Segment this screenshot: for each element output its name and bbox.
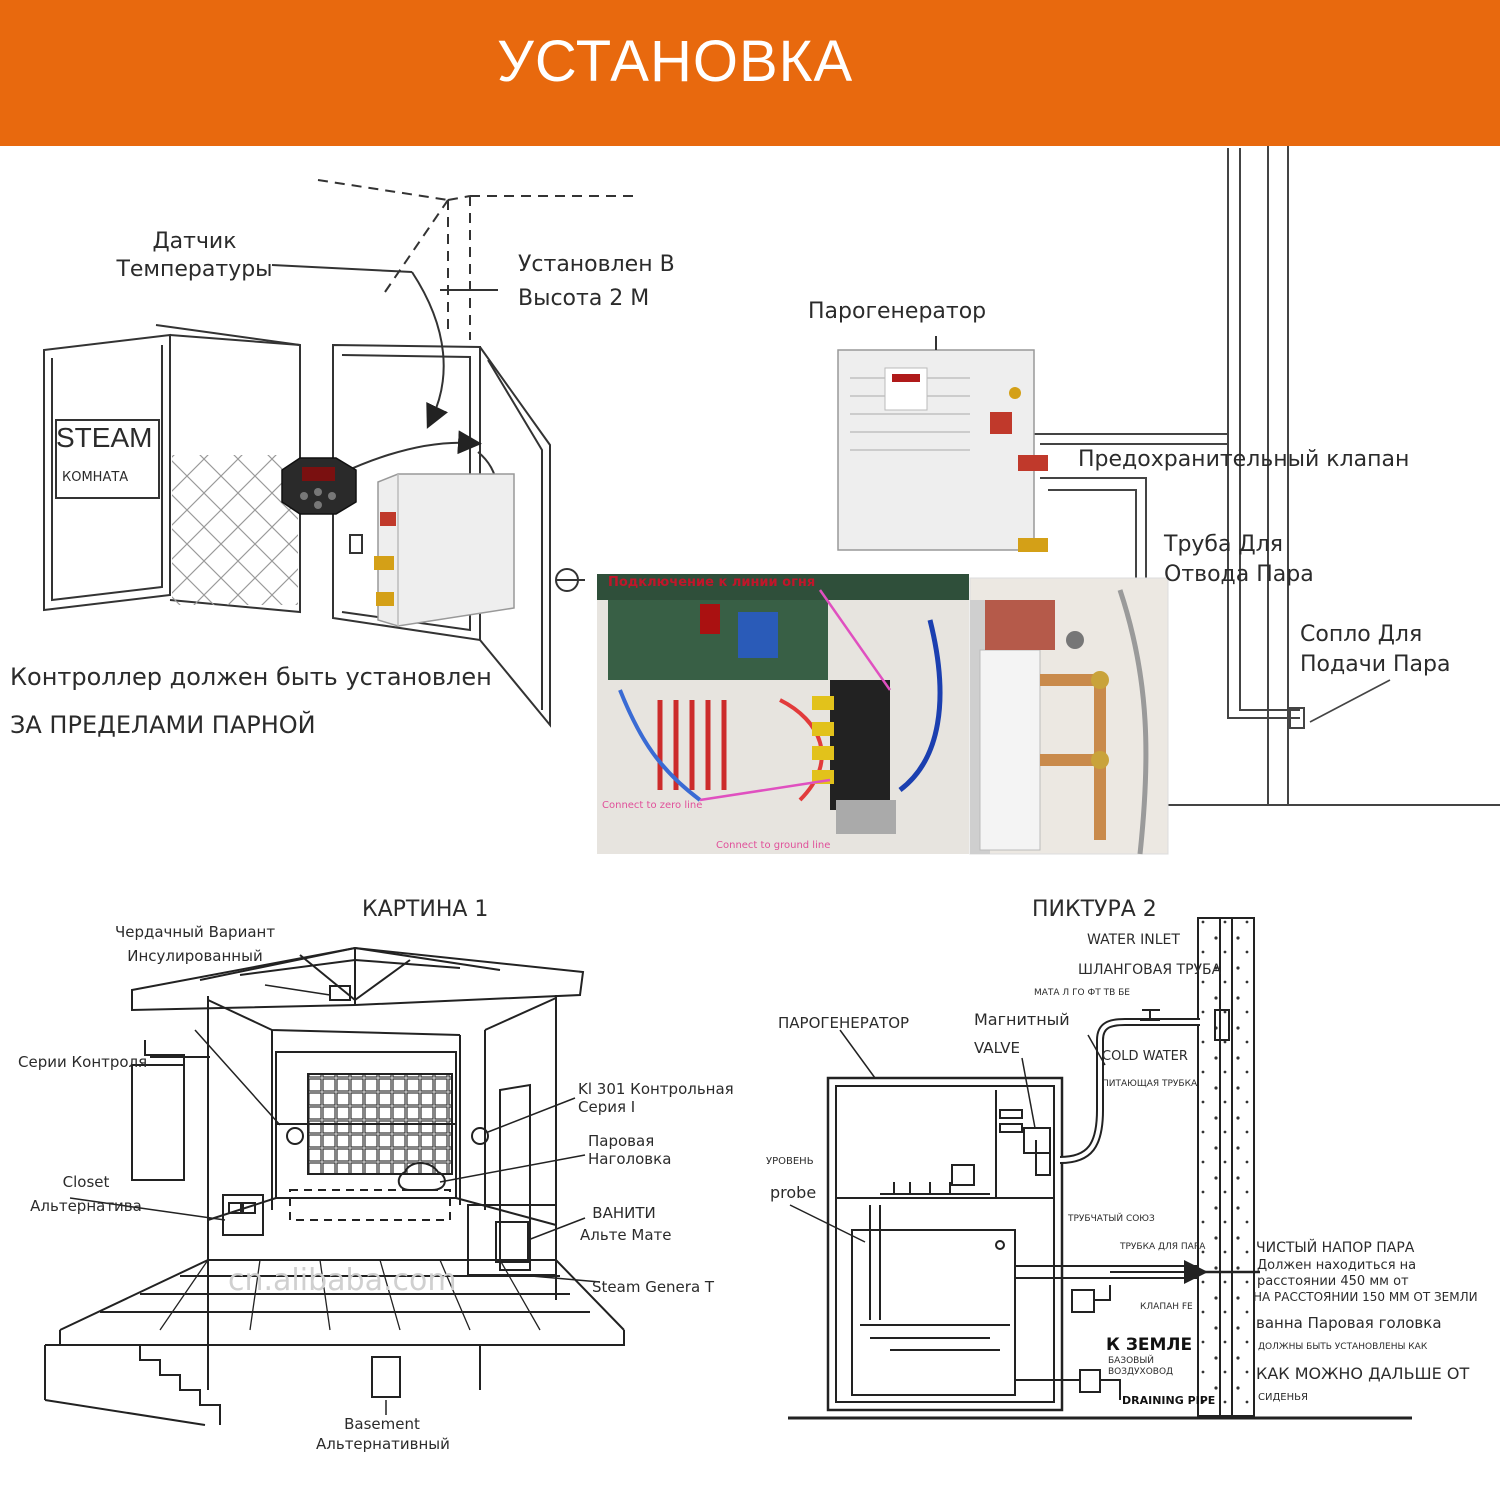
base-duct-line1: БАЗОВЫЙ — [1108, 1356, 1155, 1366]
sensor-label-line1: Датчик — [152, 229, 237, 254]
header-banner: УСТАНОВКА — [0, 0, 1500, 146]
basement-line1: Basement — [344, 1415, 420, 1433]
steam-head-line2: Наголовка — [588, 1150, 672, 1168]
base-duct-line2: ВОЗДУХОВОД — [1108, 1367, 1174, 1377]
note-floor: НА РАССТОЯНИИ 150 ММ ОТ ЗЕМЛИ — [1253, 1290, 1478, 1304]
steam-pipe-label: Труба Для Отвода Пара — [1164, 530, 1314, 590]
controller-device — [281, 457, 357, 515]
closet-line1: Closet — [62, 1173, 110, 1191]
nozzle-label: Сопло Для Подачи Пара — [1300, 620, 1450, 680]
room-sign — [55, 419, 160, 499]
steam-head-label: Паровая Наголовка — [588, 1132, 671, 1168]
base-duct-label: БАЗОВЫЙ ВОЗДУХОВОД — [1108, 1356, 1173, 1378]
sensor-label-line2: Температуры — [116, 256, 273, 282]
mata-label: МАТА Л ГО ФТ ТВ БЕ — [1034, 988, 1130, 998]
watermark: cn.alibaba.com — [228, 1263, 457, 1298]
feed-pipe-label: ПИТАЮЩАЯ ТРУБКА — [1102, 1079, 1198, 1089]
steam-generator-label: Steam Genera T — [592, 1278, 715, 1296]
plumbing-photo — [969, 577, 1169, 855]
attic-line2: Инсулированный — [127, 947, 263, 965]
kl301-line2: Серия I — [578, 1098, 636, 1116]
hose-label: ШЛАНГОВАЯ ТРУБА — [1078, 962, 1222, 978]
valve-label: VALVE — [974, 1039, 1021, 1057]
safety-valve-label: Предохранительный клапан — [1078, 447, 1410, 472]
nozzle-line2: Подачи Пара — [1300, 652, 1451, 677]
note-seat: СИДЕНЬЯ — [1258, 1392, 1308, 1403]
basement-label: Basement Альтернативный — [316, 1414, 450, 1454]
house-drawing — [44, 946, 625, 1426]
probe-label: probe — [770, 1183, 817, 1202]
attic-line1: Чердачный Вариант — [114, 923, 276, 941]
note-installed: ДОЛЖНЫ БЫТЬ УСТАНОВЛЕНЫ КАК — [1258, 1342, 1428, 1352]
steam-pipe-line1: Труба Для — [1164, 532, 1283, 557]
note-bath-head: ванна Паровая головка — [1256, 1314, 1442, 1332]
attic-label: Чердачный Вариант Инсулированный — [112, 920, 278, 968]
water-inlet-label: WATER INLET — [1087, 932, 1180, 948]
valve-fe-label: КЛАПАН FE — [1140, 1302, 1193, 1312]
note-clean-steam: ЧИСТЫЙ НАПОР ПАРА — [1256, 1240, 1415, 1256]
controller-note-line2: ЗА ПРЕДЕЛАМИ ПАРНОЙ — [10, 711, 316, 739]
room-sign-subtitle: КОМНАТА — [62, 470, 129, 485]
page-title: УСТАНОВКА — [497, 29, 854, 94]
sensor-label: Датчик Температуры — [112, 228, 277, 283]
steam-room-drawing — [43, 179, 640, 728]
control-series-label: Серии Контроля — [18, 1053, 148, 1071]
closet-line2: Альтернатива — [30, 1197, 142, 1215]
nozzle-line1: Сопло Для — [1300, 622, 1423, 647]
draining-pipe-label: DRAINING PIPE — [1122, 1394, 1216, 1407]
note-must-be: Должен находиться на — [1257, 1258, 1417, 1273]
schematic-generator-label: ПАРОГЕНЕРАТОР — [778, 1014, 910, 1032]
height-label: Установлен В Высота 2 М — [518, 248, 675, 316]
vanity-label: ВАНИТИ Альте Мате — [580, 1202, 672, 1246]
kl301-line1: Kl 301 Контрольная — [578, 1080, 734, 1098]
steam-generator-small — [374, 473, 515, 627]
room-sign-title: STEAM — [56, 422, 153, 453]
union-label: ТРУБЧАТЫЙ СОЮЗ — [1068, 1214, 1155, 1224]
steam-head-line1: Паровая — [588, 1132, 655, 1150]
height-label-line1: Установлен В — [518, 252, 675, 277]
basement-line2: Альтернативный — [316, 1435, 450, 1453]
ground-label: К ЗЕМЛЕ — [1106, 1335, 1193, 1355]
height-label-line2: Высота 2 М — [518, 286, 650, 311]
controller-note-line1: Контроллер должен быть установлен — [10, 663, 492, 691]
zero-line-label: Connect to zero line — [602, 800, 703, 811]
wiring-photo — [597, 574, 969, 854]
magnet-label: Магнитный — [974, 1010, 1070, 1029]
vanity-line2: Альте Мате — [580, 1226, 672, 1244]
kl301-label: Kl 301 Контрольная Серия I — [578, 1080, 734, 1116]
closet-label: Closet Альтернатива — [30, 1170, 142, 1218]
ground-line-label: Connect to ground line — [716, 840, 831, 851]
schematic-drawing — [788, 917, 1412, 1420]
cold-water-label: COLD WATER — [1102, 1049, 1188, 1064]
steam-generator-large — [837, 336, 1048, 552]
note-as-far: КАК МОЖНО ДАЛЬШЕ ОТ — [1256, 1364, 1470, 1383]
vanity-line1: ВАНИТИ — [592, 1204, 656, 1222]
picture2-title: ПИКТУРА 2 — [1032, 897, 1157, 922]
steam-tube-label: ТРУБКА ДЛЯ ПАРА — [1120, 1242, 1206, 1252]
steam-pipe-line2: Отвода Пара — [1164, 562, 1314, 587]
generator-wall-drawing — [1032, 146, 1500, 806]
fire-line-label: Подключение к линии огня — [608, 575, 816, 590]
note-distance: расстоянии 450 мм от — [1257, 1274, 1409, 1289]
generator-label: Парогенератор — [808, 299, 987, 324]
level-label: УРОВЕНЬ — [766, 1156, 814, 1167]
picture1-title: КАРТИНА 1 — [362, 897, 489, 922]
